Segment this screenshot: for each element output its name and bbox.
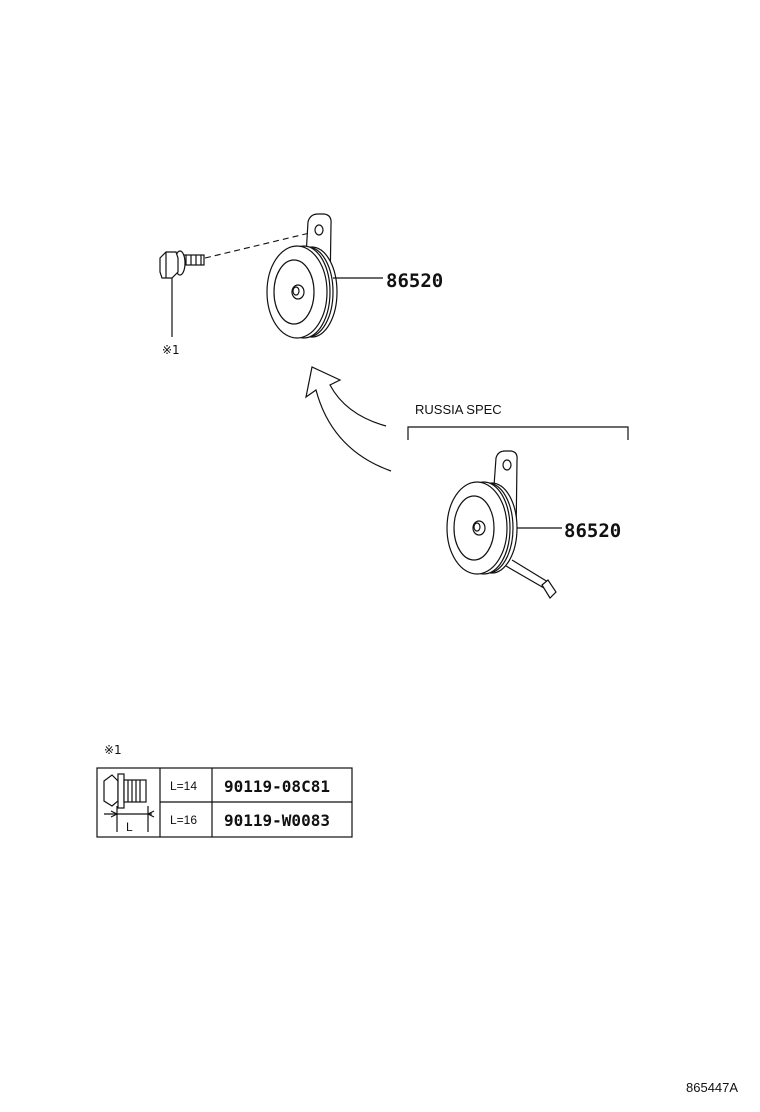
bolt-table-part-1: 90119-08C81 xyxy=(224,777,330,796)
horn-main-part-number: 86520 xyxy=(386,270,443,292)
russia-spec-bracket xyxy=(407,426,629,440)
bolt-ref-mark: ※1 xyxy=(162,343,180,357)
bolt-table: L L=14 90119-08C81 L=16 90119-W0083 xyxy=(96,767,353,838)
horn-main-bracket-hole xyxy=(314,224,324,236)
horn-russia-terminal-wire xyxy=(505,559,549,589)
figure-id: 865447A xyxy=(686,1080,738,1095)
bolt-table-dimension-label: L xyxy=(126,820,133,834)
russia-spec-label: RUSSIA SPEC xyxy=(415,402,502,417)
horn-russia-bracket-hole xyxy=(502,459,512,471)
bolt-table-part-2: 90119-W0083 xyxy=(224,811,330,830)
horn-russia-part-number: 86520 xyxy=(564,520,621,542)
bolt-head xyxy=(159,251,179,279)
horn-main-illustration xyxy=(266,213,383,339)
horn-russia-terminal-plug xyxy=(541,579,557,599)
bolt-table-sketch xyxy=(103,773,155,832)
replacement-arrow xyxy=(305,366,392,472)
horn-russia-illustration xyxy=(446,450,562,599)
horn-russia-boss xyxy=(472,520,486,536)
replacement-arrow-shape xyxy=(305,366,392,472)
bolt-table-ref-mark: ※1 xyxy=(104,743,122,757)
horn-main-boss xyxy=(291,284,305,300)
bolt-table-length-1: L=14 xyxy=(170,779,197,793)
bolt-illustration xyxy=(159,230,319,337)
bolt-table-length-2: L=16 xyxy=(170,813,197,827)
